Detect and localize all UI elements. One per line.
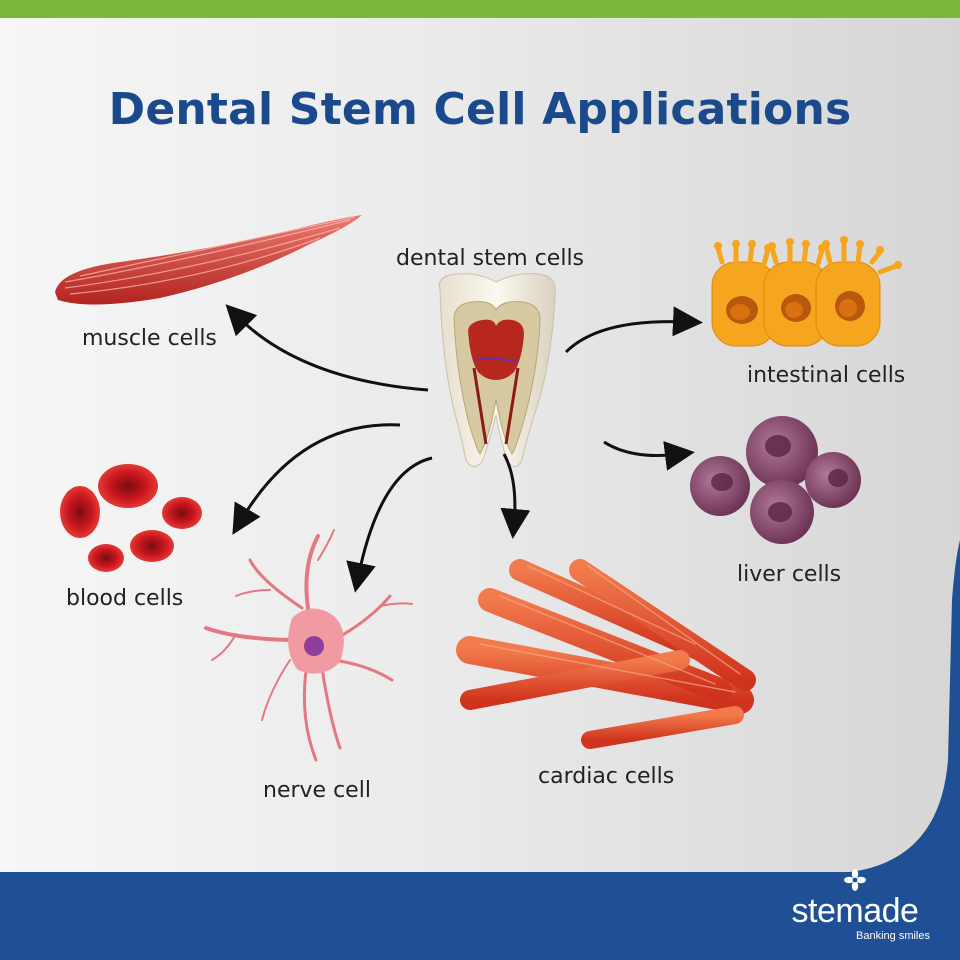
dental-stem-cells-label: dental stem cells: [396, 246, 585, 271]
arrows: [225, 304, 703, 593]
blood-cells-label: blood cells: [66, 586, 184, 611]
intestinal-cells-illustration: [711, 236, 902, 347]
flower-icon: [844, 869, 866, 891]
blood-cells-illustration: [60, 464, 202, 572]
muscle-cells-label: muscle cells: [82, 326, 217, 351]
tooth-illustration: [438, 273, 556, 467]
brand-name: stemade: [791, 892, 919, 930]
liver-cells-illustration: [690, 416, 861, 544]
intestinal-cells-label: intestinal cells: [747, 363, 906, 388]
muscle-cell-illustration: [55, 215, 362, 305]
liver-cells-label: liver cells: [737, 562, 842, 587]
cardiac-cells-illustration: [456, 559, 756, 749]
nerve-soma: [288, 608, 344, 674]
cardiac-cells-label: cardiac cells: [538, 764, 675, 789]
brand-logo: stemade Banking smiles: [780, 868, 930, 942]
brand-tagline: Banking smiles: [856, 930, 930, 942]
top-green-bar: [0, 0, 960, 18]
page-title: Dental Stem Cell Applications: [108, 84, 852, 135]
nerve-cell-label: nerve cell: [263, 778, 371, 803]
